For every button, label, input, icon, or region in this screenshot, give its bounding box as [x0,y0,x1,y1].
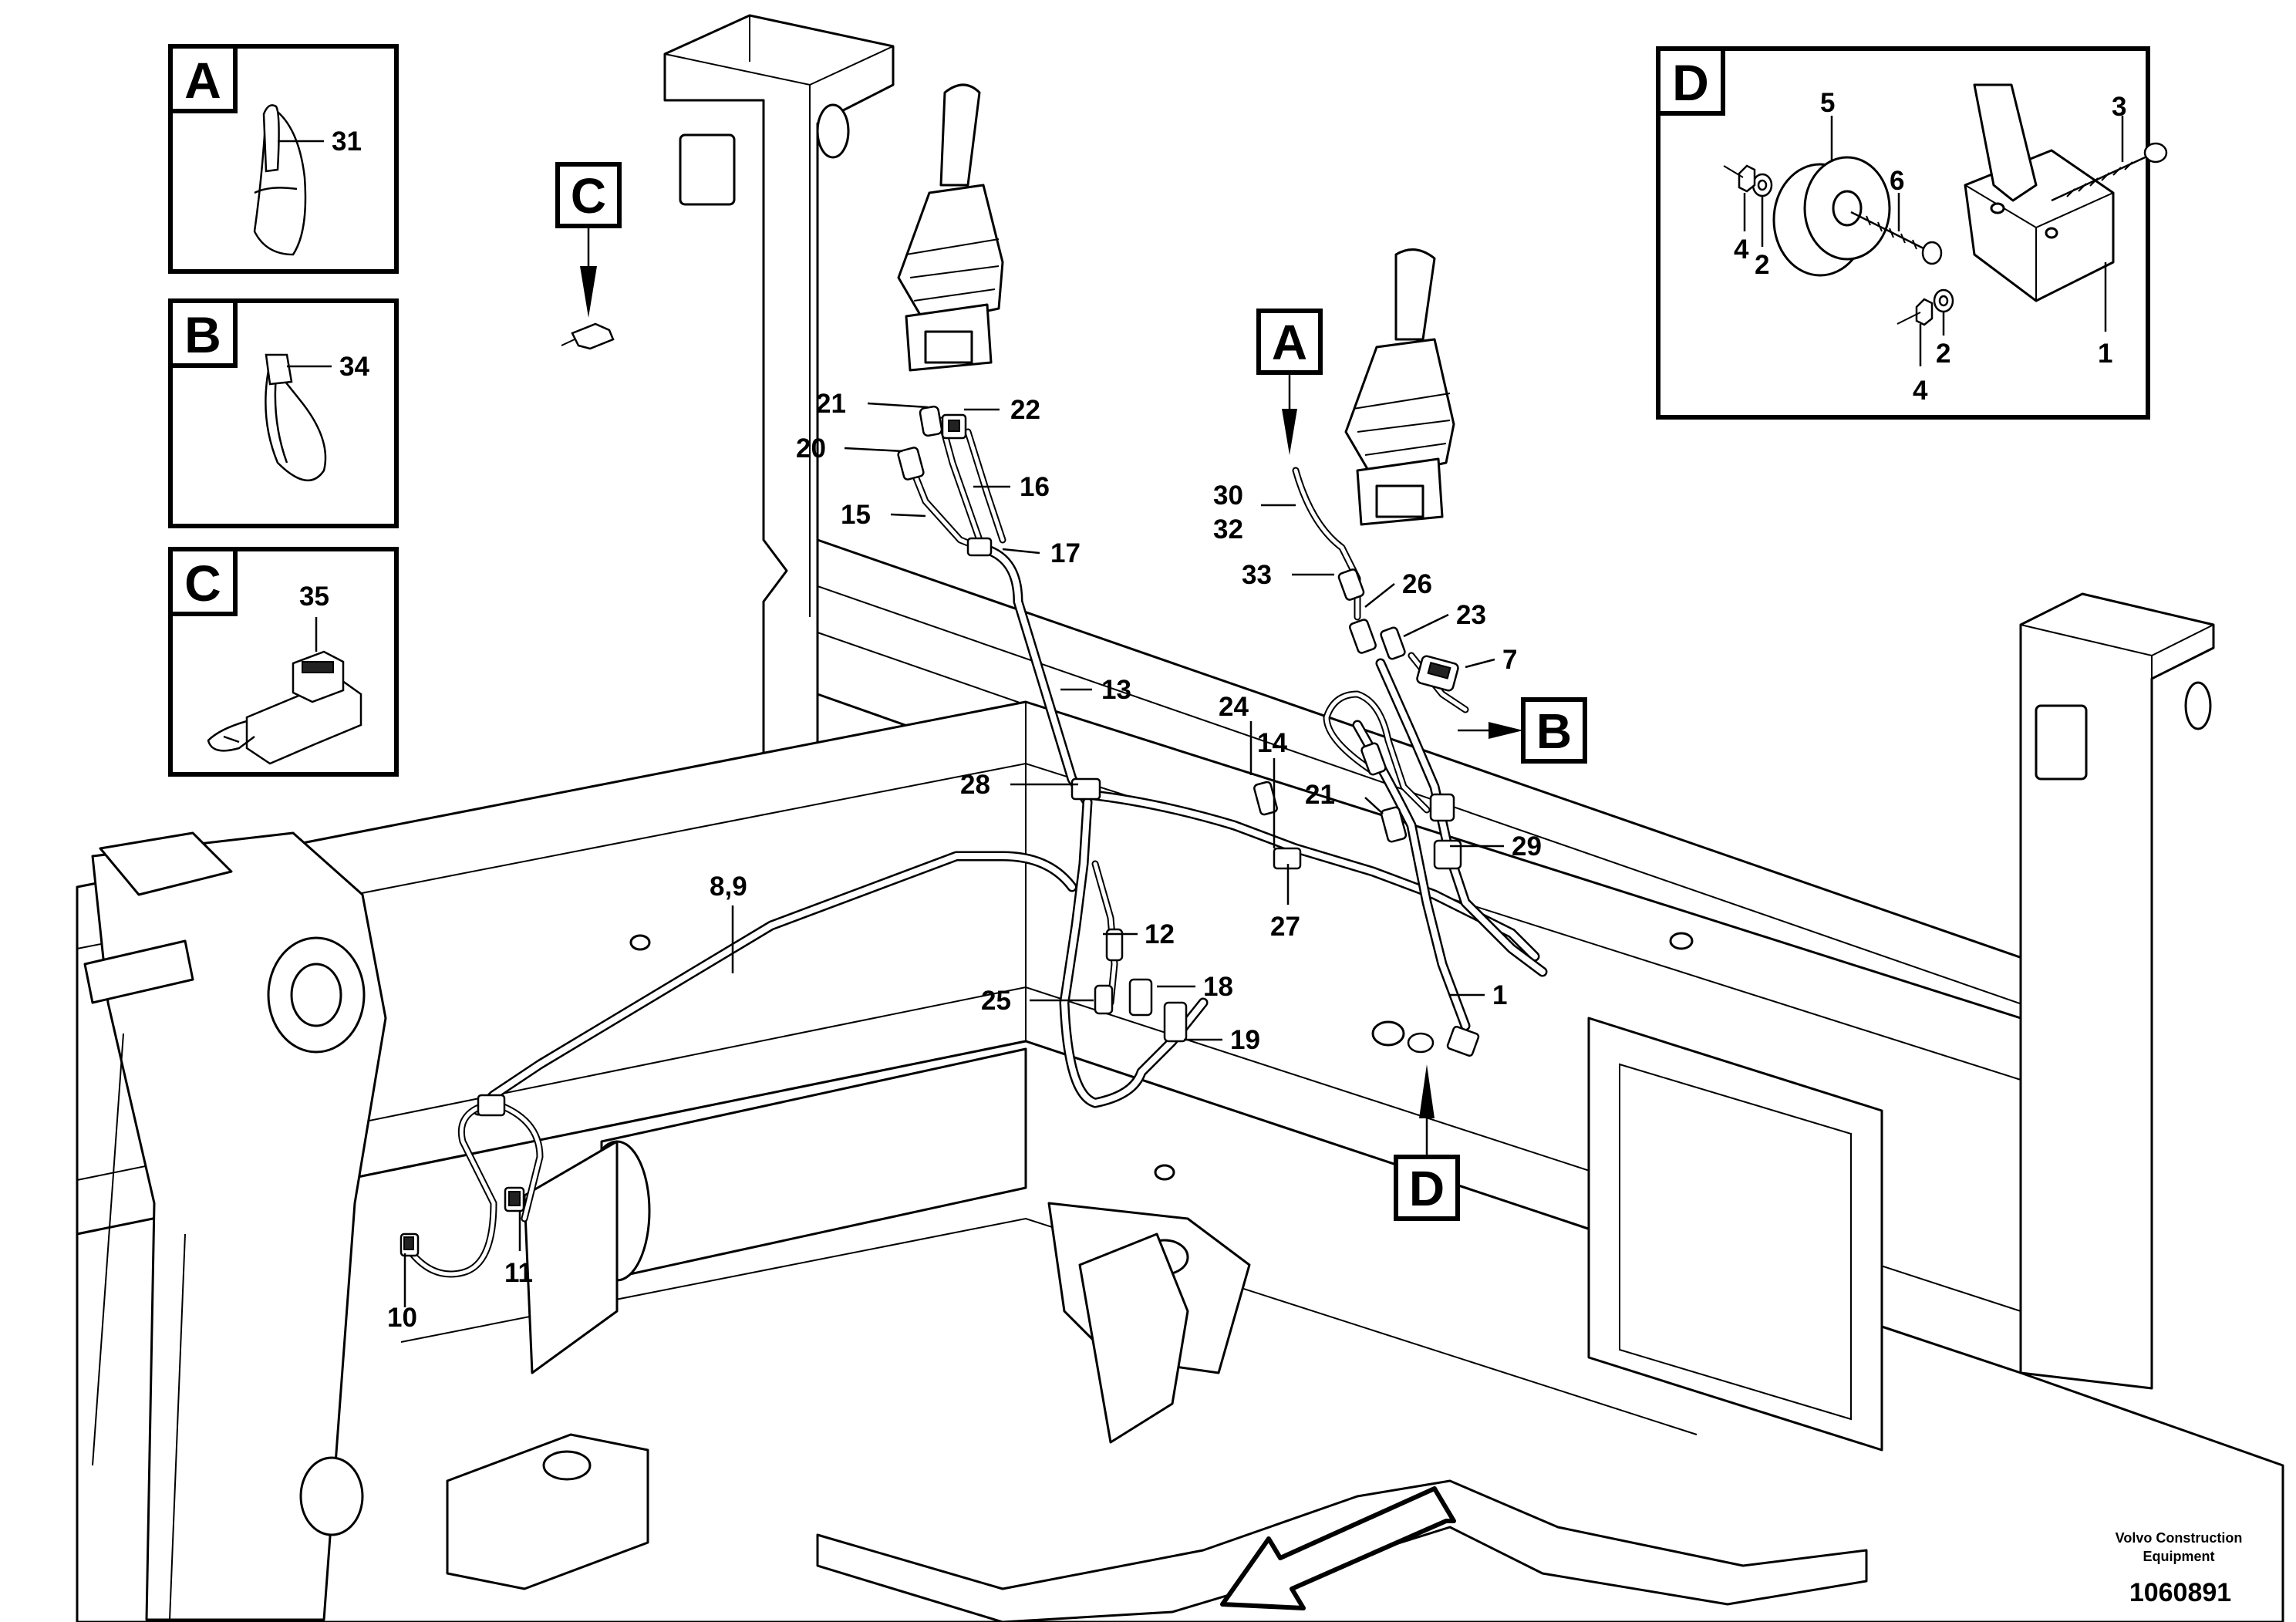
detail-letter: D [1672,54,1709,111]
machine-frame [76,14,2284,1622]
detail-part-label: 35 [299,582,329,612]
part-label: 7 [1502,645,1517,675]
detail-letter: B [184,306,221,363]
part-label: 26 [1402,569,1432,599]
detail-part-label: 1 [2098,339,2112,369]
detail-part-label: 2 [1755,250,1769,280]
detail-box-b: B 34 [168,298,399,528]
detail-box-a: A 31 [168,44,399,274]
callout-letter: A [1272,315,1307,370]
part-label: 27 [1270,912,1300,942]
right-joystick [1344,248,1455,526]
callout-a: A [1256,309,1323,455]
detail-box-d: D 5 3 [1656,46,2168,420]
part-label: 23 [1456,600,1486,630]
part-label: 32 [1213,514,1243,545]
detail-part-label: 5 [1820,88,1835,118]
part-label: 14 [1257,728,1287,758]
part-label: 21 [816,389,846,419]
detail-part-label: 31 [332,126,362,157]
part-label: 30 [1213,481,1243,511]
part-label: 33 [1242,560,1272,590]
detail-part-label: 4 [1734,234,1749,265]
part-label: 20 [796,433,826,464]
detail-part-label: 4 [1913,376,1928,406]
callout-letter: C [571,168,606,224]
leader-lines [403,402,1504,1307]
left-joystick [897,83,1004,372]
company-name-line2: Equipment [2143,1549,2215,1564]
footer: Volvo Construction Equipment 1060891 [2116,1530,2243,1607]
detail-letter: A [184,52,221,109]
part-label: 15 [841,500,871,530]
part-label: 1 [1492,980,1507,1010]
part-label: 10 [387,1303,417,1333]
callout-d: D [1394,1064,1460,1221]
part-label: 24 [1219,692,1249,722]
part-label: 19 [1230,1025,1260,1055]
part-label: 8,9 [710,872,747,902]
detail-part-label: 3 [2112,92,2126,122]
detail-box-c: C 35 [168,547,399,777]
detail-part-label: 6 [1890,166,1904,196]
part-label: 11 [504,1258,533,1288]
part-label: 12 [1145,919,1175,949]
detail-part-label: 2 [1936,339,1950,369]
forward-direction-arrow [1220,1486,1456,1610]
part-label: 16 [1020,472,1050,502]
callout-letter: D [1409,1161,1445,1216]
part-label: 28 [960,770,990,800]
part-label: 25 [981,986,1011,1016]
part-label: 18 [1203,972,1233,1002]
drawing-number: 1060891 [2129,1578,2231,1607]
part-label: 21 [1305,780,1335,810]
part-label: 29 [1512,831,1542,862]
callout-letter: B [1536,703,1572,759]
detail-letter: C [184,555,221,612]
connectors [400,322,1480,1257]
detail-part-label: 34 [339,352,369,382]
part-label: 17 [1050,538,1081,568]
callout-b: B [1458,697,1587,764]
part-label: 22 [1010,395,1040,425]
company-name-line1: Volvo Construction [2116,1530,2243,1546]
part-labels: 21 22 20 16 15 17 13 24 14 28 21 29 8,9 … [387,389,1542,1333]
part-label: 13 [1101,675,1131,705]
callout-c: C [555,162,622,318]
